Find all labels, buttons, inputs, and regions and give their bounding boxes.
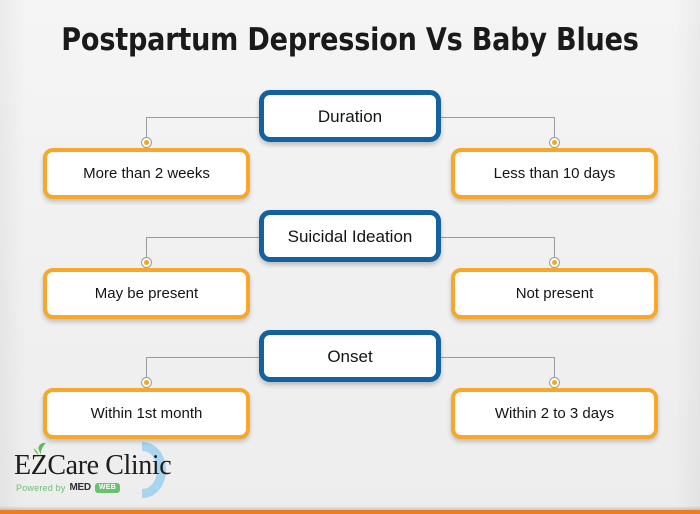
connector-horizontal-left	[146, 357, 262, 358]
logo-wordmark: EZCare Clinic	[14, 450, 172, 481]
ezcare-clinic-logo[interactable]: EZCare Clinic Powered by MED WEB	[14, 440, 204, 502]
value-box-suicidal-ideation-left[interactable]: May be present	[43, 268, 250, 319]
criterion-box-suicidal-ideation[interactable]: Suicidal Ideation	[259, 210, 441, 262]
value-label: Less than 10 days	[493, 165, 616, 182]
criterion-box-duration[interactable]: Duration	[259, 90, 441, 142]
value-box-suicidal-ideation-right[interactable]: Not present	[451, 268, 658, 319]
connector-vertical-left	[146, 357, 147, 379]
connector-node-left	[141, 377, 152, 388]
connector-node-right	[549, 377, 560, 388]
connector-vertical-right	[554, 237, 555, 259]
connector-horizontal-right	[438, 117, 554, 118]
connector-vertical-right	[554, 117, 555, 139]
criterion-label: Duration	[317, 106, 383, 126]
value-label: Within 1st month	[90, 405, 203, 422]
criterion-box-onset[interactable]: Onset	[259, 330, 441, 382]
criterion-label: Onset	[327, 346, 373, 366]
medweb-badge: WEB	[94, 482, 121, 493]
connector-node-left	[141, 137, 152, 148]
value-box-onset-left[interactable]: Within 1st month	[43, 388, 250, 439]
connector-horizontal-left	[146, 237, 262, 238]
value-box-duration-right[interactable]: Less than 10 days	[451, 148, 658, 199]
crescent-arc-icon	[142, 442, 188, 498]
page-title: Postpartum Depression Vs Baby Blues	[61, 22, 639, 58]
bottom-accent-bar	[0, 510, 700, 514]
value-label: Within 2 to 3 days	[494, 405, 615, 422]
connector-node-left	[141, 257, 152, 268]
connector-node-right	[549, 257, 560, 268]
comparison-row-duration: Duration More than 2 weeks Less than 10 …	[0, 85, 700, 215]
medweb-brand-text: MED	[69, 482, 92, 493]
value-label: May be present	[94, 285, 199, 302]
criterion-label: Suicidal Ideation	[287, 226, 413, 246]
value-label: More than 2 weeks	[83, 165, 210, 182]
value-box-onset-right[interactable]: Within 2 to 3 days	[451, 388, 658, 439]
comparison-row-suicidal-ideation: Suicidal Ideation May be present Not pre…	[0, 205, 700, 335]
connector-node-right	[549, 137, 560, 148]
powered-by-line: Powered by MED WEB	[16, 482, 121, 493]
comparison-row-onset: Onset Within 1st month Within 2 to 3 day…	[0, 325, 700, 455]
leaf-icon	[33, 442, 46, 455]
bottom-bar-shadow	[0, 506, 700, 510]
connector-vertical-right	[554, 357, 555, 379]
connector-vertical-left	[146, 117, 147, 139]
connector-horizontal-left	[146, 117, 262, 118]
connector-horizontal-right	[438, 357, 554, 358]
connector-horizontal-right	[438, 237, 554, 238]
connector-vertical-left	[146, 237, 147, 259]
powered-by-text: Powered by	[16, 482, 66, 493]
value-label: Not present	[515, 285, 594, 302]
value-box-duration-left[interactable]: More than 2 weeks	[43, 148, 250, 199]
